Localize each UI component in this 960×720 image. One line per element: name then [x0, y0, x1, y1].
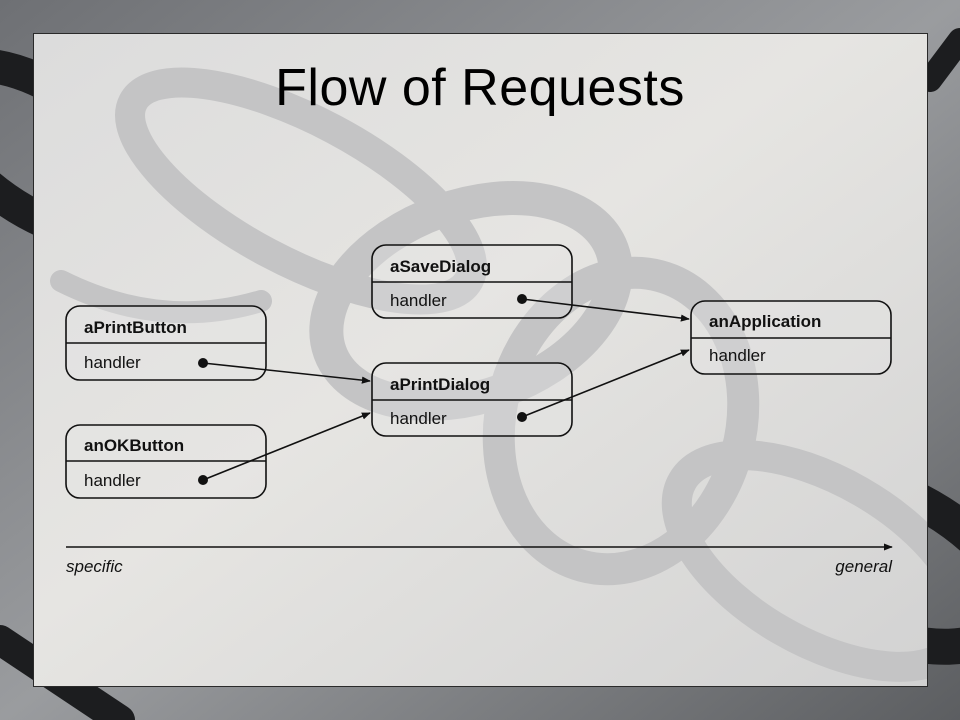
handler-links [198, 294, 690, 485]
link-okbutton-to-printdialog [198, 412, 371, 485]
link-printbutton-to-printdialog [198, 358, 371, 384]
object-name: anOKButton [84, 436, 184, 455]
specificity-axis: specific general [66, 543, 893, 576]
slide-panel-background [34, 34, 927, 686]
slide-title: Flow of Requests [275, 59, 685, 117]
reference-dot [517, 294, 527, 304]
link-printdialog-to-application [517, 349, 690, 422]
object-field: handler [390, 409, 447, 428]
object-name: aSaveDialog [390, 257, 491, 276]
object-anapplication: anApplication handler [690, 300, 892, 375]
faded-chain-decoration [50, 67, 927, 682]
object-name: anApplication [709, 312, 821, 331]
axis-label-general: general [835, 557, 893, 576]
reference-dot [198, 475, 208, 485]
axis-label-specific: specific [66, 557, 123, 576]
object-asavedialog: aSaveDialog handler [371, 244, 573, 319]
link-savedialog-to-application [517, 294, 690, 322]
object-field: handler [709, 346, 766, 365]
object-field: handler [84, 353, 141, 372]
object-name: aPrintButton [84, 318, 187, 337]
object-field: handler [390, 291, 447, 310]
object-anokbutton: anOKButton handler [65, 424, 267, 499]
object-aprintbutton: aPrintButton handler [65, 305, 267, 381]
reference-dot [517, 412, 527, 422]
object-name: aPrintDialog [390, 375, 490, 394]
object-field: handler [84, 471, 141, 490]
reference-dot [198, 358, 208, 368]
slide-panel [33, 33, 928, 687]
object-aprintdialog: aPrintDialog handler [371, 362, 573, 437]
